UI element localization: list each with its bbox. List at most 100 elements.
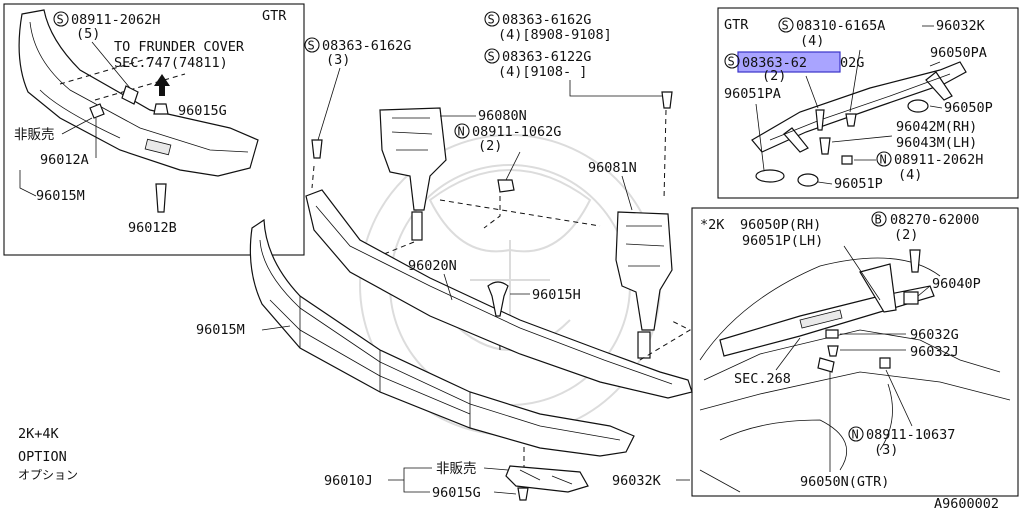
- label-96080N: 96080N: [478, 108, 527, 124]
- screw-symbol-s: [724, 53, 740, 69]
- br-label-96050P-rh: 96050P(RH): [740, 217, 821, 233]
- stay-96081N[interactable]: [615, 211, 673, 359]
- tr-label-96043M: 96043M(LH): [896, 135, 977, 151]
- clip-96012B-icon[interactable]: [155, 183, 167, 213]
- center-screw-1-qty: (3): [326, 52, 350, 68]
- pad-96051P-icon[interactable]: [797, 173, 819, 187]
- center-nut-qty: (2): [478, 138, 502, 154]
- tr-screw-2-code-rest: 02G: [840, 55, 864, 71]
- clip-96012A-icon[interactable]: [89, 103, 105, 119]
- bolt-icon[interactable]: [909, 249, 921, 273]
- pad-96050P-icon[interactable]: [907, 99, 929, 113]
- center-screw-3-code: 08363-6122G: [502, 49, 591, 65]
- screw-icon[interactable]: [121, 85, 139, 105]
- tr-screw-1-qty: (4): [800, 33, 824, 49]
- ref-line-2: SEC.747(74811): [114, 55, 228, 71]
- reinforcement-96020N[interactable]: [305, 189, 693, 399]
- tr-label-96051P: 96051P: [834, 176, 883, 192]
- inset-left: GTR S 08911-2062H (5) TO FRUNDER COVER S…: [3, 3, 305, 256]
- br-region: *2K: [700, 217, 725, 233]
- clip-96015G-center-icon[interactable]: [517, 487, 529, 501]
- svg-text:N: N: [880, 153, 887, 167]
- nut-icon[interactable]: [497, 179, 515, 193]
- label-96015H: 96015H: [532, 287, 581, 303]
- not-sold-label: 非販売: [14, 127, 55, 143]
- notes: 2K+4K OPTION オプション: [18, 426, 78, 482]
- bracket-96040P-icon[interactable]: [903, 291, 919, 305]
- clip-96015H-icon[interactable]: [487, 281, 509, 317]
- br-label-96050N: 96050N(GTR): [800, 474, 889, 490]
- screw-icon[interactable]: [815, 109, 825, 131]
- nut-96050N-icon[interactable]: [817, 357, 835, 373]
- label-96010J: 96010J: [324, 473, 373, 489]
- label-96015M: 96015M: [36, 188, 85, 204]
- stay-96080N[interactable]: [379, 107, 447, 241]
- br-bolt-code: 08270-62000: [890, 212, 979, 228]
- svg-text:S: S: [308, 39, 315, 53]
- screw-symbol-s: [484, 48, 500, 64]
- screw-icon[interactable]: [845, 113, 857, 127]
- tr-nut-qty: (4): [898, 167, 922, 183]
- nut-symbol-n: [876, 151, 892, 167]
- svg-text:S: S: [488, 13, 495, 27]
- tr-label-96051PA: 96051PA: [724, 86, 781, 102]
- nut-icon[interactable]: [879, 357, 891, 369]
- center-screw-2-qty: (4)[8908-9108]: [498, 27, 612, 43]
- screw-code: 08911-2062H: [71, 12, 160, 28]
- svg-text:S: S: [782, 19, 789, 33]
- tr-screw-1-code: 08310-6165A: [796, 18, 885, 34]
- inset-tr-region: GTR: [724, 17, 749, 33]
- note-line-2: OPTION: [18, 449, 67, 465]
- pad-96051PA-icon[interactable]: [755, 169, 785, 183]
- note-line-1: 2K+4K: [18, 426, 60, 442]
- br-nut-code: 08911-10637: [866, 427, 955, 443]
- label-96015G-center: 96015G: [432, 485, 481, 501]
- front-lip-96015M[interactable]: [249, 218, 635, 457]
- br-label-96051P-lh: 96051P(LH): [742, 233, 823, 249]
- label-96012B: 96012B: [128, 220, 177, 236]
- label-96020N: 96020N: [408, 258, 457, 274]
- clip-96032G-icon[interactable]: [825, 329, 839, 339]
- front-lip-part[interactable]: [18, 9, 259, 177]
- br-sec-label: SEC.268: [734, 371, 791, 387]
- inset-top-right-frame: [717, 7, 1019, 199]
- tr-label-96042M: 96042M(RH): [896, 119, 977, 135]
- tr-screw-2-code-highlighted[interactable]: 08363-62: [742, 55, 807, 71]
- note-line-3: オプション: [18, 468, 78, 482]
- screw-icon[interactable]: [661, 91, 673, 109]
- center-nut-code: 08911-1062G: [472, 124, 561, 140]
- br-nut-qty: (3): [874, 442, 898, 458]
- svg-text:N: N: [852, 428, 859, 442]
- rear-spoiler-2k[interactable]: [719, 263, 935, 357]
- screw-symbol-s: S: [53, 11, 69, 27]
- br-label-96032G: 96032G: [910, 327, 959, 343]
- not-sold-center: 非販売: [436, 461, 477, 477]
- inset-top-right: GTR S 08310-6165A (4) 96032K S 08363-62 …: [717, 7, 1019, 199]
- label-96015M-center: 96015M: [196, 322, 245, 338]
- svg-text:S: S: [488, 50, 495, 64]
- svg-text:S: S: [728, 55, 735, 69]
- nut-icon[interactable]: [841, 155, 853, 165]
- screw-icon[interactable]: [311, 139, 323, 159]
- br-label-96032J: 96032J: [910, 344, 959, 360]
- rear-spoiler-gtr[interactable]: [751, 61, 967, 153]
- clip-96032J-icon[interactable]: [827, 345, 839, 357]
- tr-label-96050PA: 96050PA: [930, 45, 987, 61]
- bracket-96042M-icon[interactable]: [819, 137, 831, 155]
- clip-96015G-icon[interactable]: [153, 103, 169, 115]
- svg-text:N: N: [458, 125, 465, 139]
- bracket-96010J[interactable]: [505, 465, 589, 493]
- center-screw-2-code: 08363-6162G: [502, 12, 591, 28]
- screw-symbol-s: [778, 17, 794, 33]
- center-screw-1-code: 08363-6162G: [322, 38, 411, 54]
- label-96032K-center: 96032K: [612, 473, 662, 489]
- label-96081N: 96081N: [588, 160, 637, 176]
- inset-bottom-right-frame: [691, 207, 1019, 497]
- ref-line-1: TO FRUNDER COVER: [114, 39, 245, 55]
- svg-text:B: B: [875, 213, 882, 227]
- nut-symbol-n: [454, 123, 470, 139]
- tr-screw-2-qty: (2): [762, 68, 786, 84]
- car-rear-sketch: [699, 257, 1011, 493]
- tr-label-96050P: 96050P: [944, 100, 993, 116]
